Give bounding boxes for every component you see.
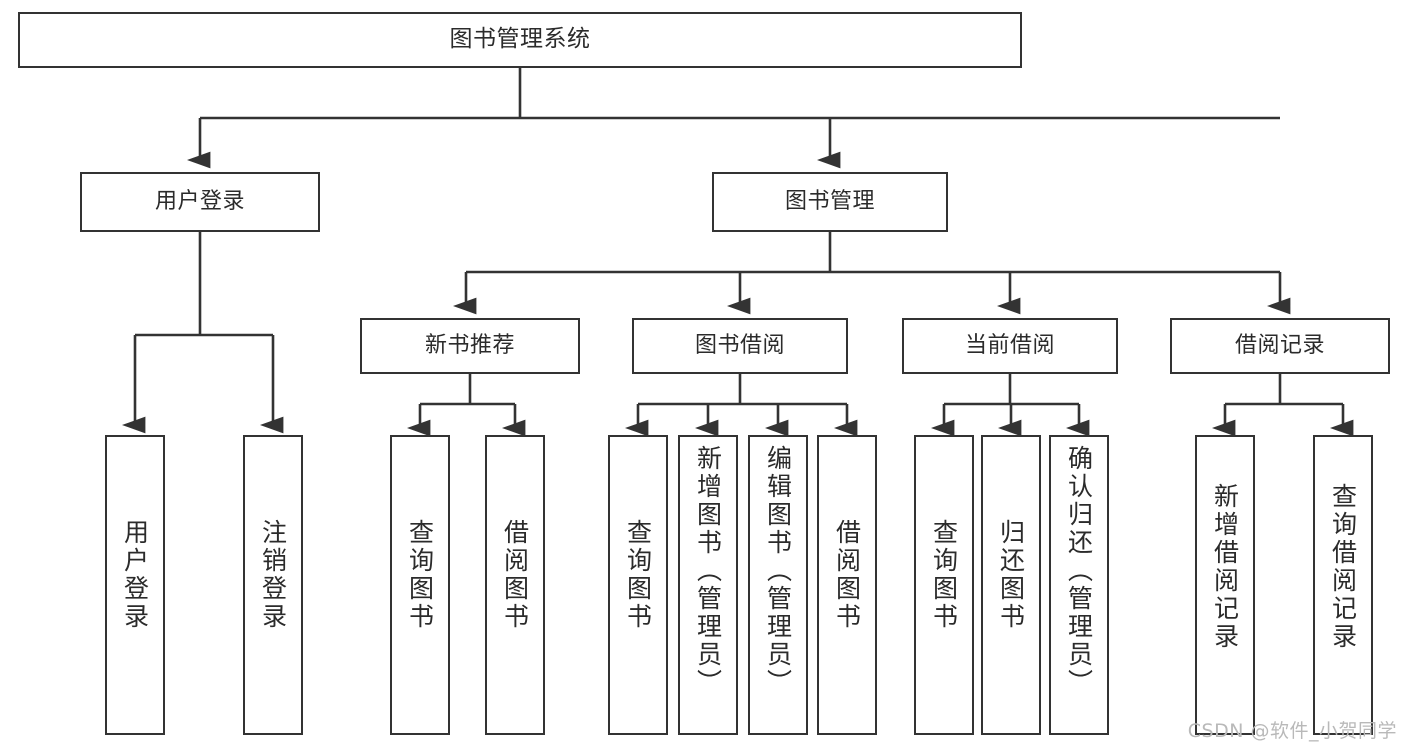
node-label: 借阅图书 <box>832 519 862 631</box>
node-book-borrow[interactable]: 图书借阅 <box>632 318 848 374</box>
node-label: 查询图书 <box>623 519 653 631</box>
leaf-borrow-edit-book-admin[interactable]: 编辑图书（管理员） <box>748 435 808 735</box>
node-current-borrow[interactable]: 当前借阅 <box>902 318 1118 374</box>
node-label: 查询图书 <box>405 519 435 631</box>
leaf-user-login-logout[interactable]: 注销登录 <box>243 435 303 735</box>
node-root-system[interactable]: 图书管理系统 <box>18 12 1022 68</box>
leaf-borrow-borrow-book[interactable]: 借阅图书 <box>817 435 877 735</box>
leaf-record-add-record[interactable]: 新增借阅记录 <box>1195 435 1255 735</box>
watermark-text: CSDN @软件_小贺同学 <box>1187 720 1397 742</box>
node-label: 用户登录 <box>154 188 245 214</box>
node-label: 图书管理系统 <box>449 26 591 53</box>
node-label: 查询图书 <box>929 519 959 631</box>
leaf-current-confirm-return-admin[interactable]: 确认归还（管理员） <box>1049 435 1109 735</box>
leaf-record-query-record[interactable]: 查询借阅记录 <box>1313 435 1373 735</box>
node-book-management[interactable]: 图书管理 <box>712 172 948 232</box>
leaf-user-login-login[interactable]: 用户登录 <box>105 435 165 735</box>
node-label: 图书借阅 <box>694 332 785 358</box>
leaf-current-return-book[interactable]: 归还图书 <box>981 435 1041 735</box>
node-label: 借阅记录 <box>1234 332 1325 358</box>
leaf-recommend-query-book[interactable]: 查询图书 <box>390 435 450 735</box>
node-new-book-recommend[interactable]: 新书推荐 <box>360 318 580 374</box>
node-label: 新书推荐 <box>424 332 515 358</box>
node-user-login[interactable]: 用户登录 <box>80 172 320 232</box>
leaf-recommend-borrow-book[interactable]: 借阅图书 <box>485 435 545 735</box>
node-label: 新增借阅记录 <box>1210 483 1240 651</box>
leaf-borrow-add-book-admin[interactable]: 新增图书（管理员） <box>678 435 738 735</box>
node-borrow-record[interactable]: 借阅记录 <box>1170 318 1390 374</box>
node-label: 当前借阅 <box>964 332 1055 358</box>
node-label: 注销登录 <box>258 519 288 631</box>
node-label: 确认归还（管理员） <box>1064 445 1094 697</box>
node-label: 归还图书 <box>996 519 1026 631</box>
node-label: 查询借阅记录 <box>1328 483 1358 651</box>
node-label: 借阅图书 <box>500 519 530 631</box>
leaf-current-query-book[interactable]: 查询图书 <box>914 435 974 735</box>
node-label: 图书管理 <box>784 188 875 214</box>
node-label: 用户登录 <box>120 519 150 631</box>
node-label: 编辑图书（管理员） <box>763 445 793 697</box>
leaf-borrow-query-book[interactable]: 查询图书 <box>608 435 668 735</box>
node-label: 新增图书（管理员） <box>693 445 723 697</box>
